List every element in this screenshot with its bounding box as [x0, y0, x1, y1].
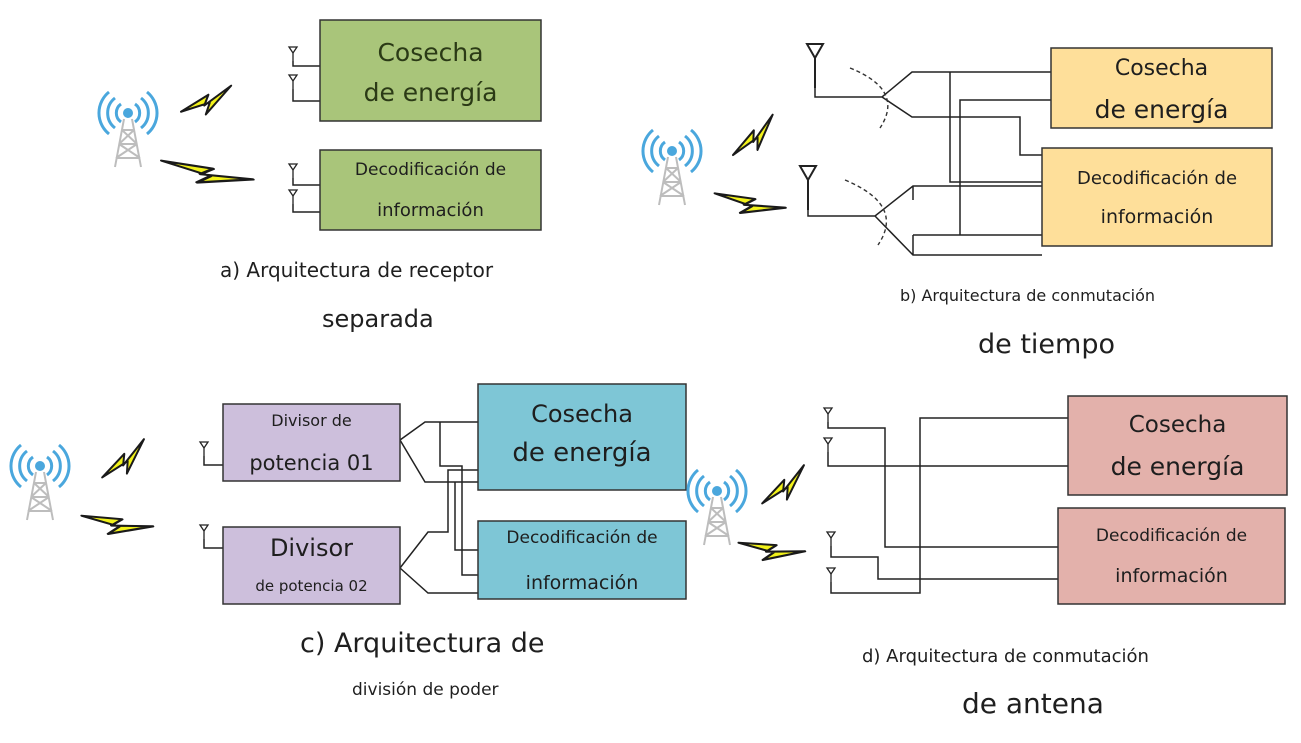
lightning-bolt-icon	[754, 464, 816, 511]
caption-c-line2: división de poder	[352, 680, 499, 700]
information-decoding-label-line2: información	[377, 200, 484, 221]
information-decoding-label-line1: Decodificación de	[354, 160, 507, 180]
antenna-icon	[288, 163, 298, 179]
information-decoding-label-line1: Decodificación de	[1076, 168, 1238, 189]
energy-harvesting-label-line2: de energía	[512, 438, 652, 468]
caption-c-line1: c) Arquitectura de	[300, 628, 545, 659]
caption-a-line1: a) Arquitectura de receptor	[220, 258, 494, 282]
lightning-bolt-icon	[724, 113, 785, 163]
energy-harvesting-label-line1: Cosecha	[1128, 412, 1227, 438]
energy-harvesting-block	[477, 383, 687, 491]
energy-harvesting-label-line2: de energía	[363, 78, 498, 107]
energy-harvesting-label-line1: Cosecha	[531, 400, 633, 428]
panel-b	[641, 43, 1273, 256]
information-decoding-label-line2: información	[1100, 206, 1214, 228]
power-divider-02-label-line2: de potencia 02	[255, 577, 368, 595]
energy-harvesting-block	[319, 19, 542, 122]
antenna-icon	[288, 74, 298, 90]
energy-harvesting-block	[1050, 47, 1273, 129]
antenna-icon	[288, 46, 298, 62]
lightning-bolt-icon	[157, 143, 255, 204]
caption-a-line2: separada	[322, 305, 434, 333]
information-decoding-label-line2: información	[525, 572, 639, 594]
antenna-icon	[199, 441, 209, 457]
lightning-bolt-icon	[177, 84, 237, 120]
caption-d-line2: de antena	[962, 687, 1104, 720]
antenna-icon	[826, 531, 836, 547]
antenna-icon	[826, 567, 836, 583]
information-decoding-label-line1: Decodificación de	[506, 528, 658, 548]
information-decoding-block	[319, 149, 542, 231]
antenna-icon	[288, 189, 298, 205]
cell-tower-icon	[97, 90, 159, 169]
antenna-icon	[823, 437, 833, 453]
panel-d	[686, 395, 1288, 605]
energy-harvesting-label-line1: Cosecha	[1114, 56, 1209, 81]
caption-d-line1: d) Arquitectura de conmutación	[862, 646, 1149, 667]
lightning-bolt-icon	[734, 525, 807, 575]
power-divider-01-label-line1: Divisor de	[271, 411, 352, 430]
antenna-icon	[823, 407, 833, 423]
information-decoding-label-line1: Decodificación de	[1095, 526, 1248, 546]
power-divider-02-label-line1: Divisor	[269, 534, 354, 562]
panel-c	[9, 383, 687, 605]
panel-a	[97, 19, 542, 231]
power-divider-01-label-line2: potencia 01	[249, 451, 374, 475]
energy-harvesting-label-line2: de energía	[1110, 452, 1245, 481]
lightning-bolt-icon	[77, 498, 155, 550]
energy-harvesting-label-line2: de energía	[1094, 95, 1229, 124]
information-decoding-block	[1057, 507, 1286, 605]
information-decoding-block	[1041, 147, 1273, 247]
energy-harvesting-block	[1067, 395, 1288, 496]
cell-tower-icon	[686, 468, 748, 547]
caption-b-line1: b) Arquitectura de conmutación	[900, 286, 1156, 305]
energy-harvesting-label-line1: Cosecha	[377, 38, 484, 67]
caption-b-line2: de tiempo	[978, 329, 1115, 360]
information-decoding-block	[477, 520, 687, 600]
antenna-icon	[799, 165, 817, 211]
lightning-bolt-icon	[94, 438, 156, 485]
information-decoding-label-line2: información	[1115, 565, 1228, 587]
power-divider-02-block	[222, 526, 401, 605]
cell-tower-icon	[641, 128, 703, 207]
lightning-bolt-icon	[710, 176, 787, 231]
cell-tower-icon	[9, 443, 71, 522]
antenna-icon	[199, 524, 209, 540]
antenna-icon	[806, 43, 824, 89]
power-divider-01-block	[222, 403, 401, 482]
